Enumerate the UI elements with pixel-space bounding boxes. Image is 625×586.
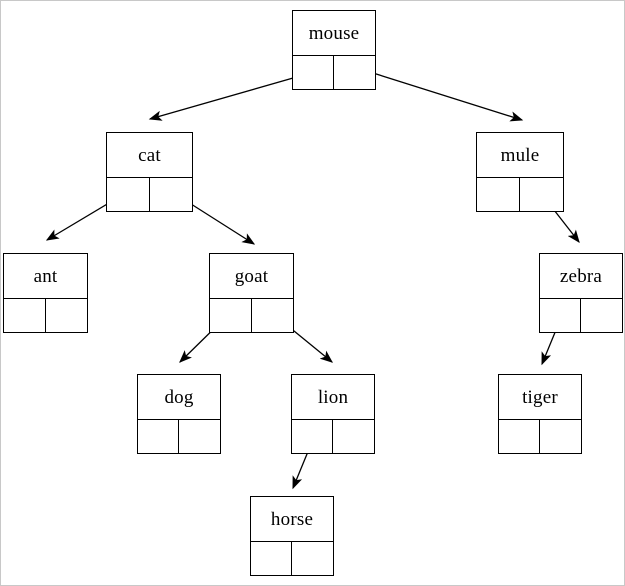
tree-node-pointer-cells — [210, 299, 293, 332]
tree-node-goat[interactable]: goat — [209, 253, 294, 333]
tree-node-pointer-cells — [292, 420, 374, 453]
tree-node-mouse[interactable]: mouse — [292, 10, 376, 90]
tree-node-label: cat — [107, 133, 192, 178]
right-pointer-cell[interactable] — [333, 420, 374, 453]
left-pointer-cell[interactable] — [293, 56, 334, 89]
tree-node-label: goat — [210, 254, 293, 299]
tree-node-label: lion — [292, 375, 374, 420]
left-pointer-cell[interactable] — [107, 178, 150, 211]
edge-mouse-to-cat — [148, 71, 315, 121]
tree-node-pointer-cells — [293, 56, 375, 89]
left-pointer-cell[interactable] — [499, 420, 540, 453]
tree-node-label: mule — [477, 133, 563, 178]
right-pointer-cell[interactable] — [520, 178, 563, 211]
tree-node-label: ant — [4, 254, 87, 299]
tree-node-pointer-cells — [477, 178, 563, 211]
tree-node-pointer-cells — [107, 178, 192, 211]
left-pointer-cell[interactable] — [138, 420, 179, 453]
right-pointer-cell[interactable] — [150, 178, 193, 211]
tree-node-lion[interactable]: lion — [291, 374, 375, 454]
tree-node-pointer-cells — [540, 299, 622, 332]
right-pointer-cell[interactable] — [540, 420, 581, 453]
tree-node-cat[interactable]: cat — [106, 132, 193, 212]
left-pointer-cell[interactable] — [4, 299, 46, 332]
left-pointer-cell[interactable] — [540, 299, 581, 332]
tree-node-horse[interactable]: horse — [250, 496, 334, 576]
tree-node-pointer-cells — [251, 542, 333, 575]
right-pointer-cell[interactable] — [292, 542, 333, 575]
tree-node-zebra[interactable]: zebra — [539, 253, 623, 333]
tree-node-pointer-cells — [4, 299, 87, 332]
left-pointer-cell[interactable] — [210, 299, 252, 332]
tree-node-label: zebra — [540, 254, 622, 299]
left-pointer-cell[interactable] — [292, 420, 333, 453]
edge-mouse-to-mule — [353, 66, 524, 122]
right-pointer-cell[interactable] — [46, 299, 88, 332]
tree-node-pointer-cells — [499, 420, 581, 453]
tree-node-ant[interactable]: ant — [3, 253, 88, 333]
right-pointer-cell[interactable] — [179, 420, 220, 453]
tree-node-tiger[interactable]: tiger — [498, 374, 582, 454]
tree-node-pointer-cells — [138, 420, 220, 453]
left-pointer-cell[interactable] — [477, 178, 520, 211]
right-pointer-cell[interactable] — [252, 299, 294, 332]
tree-node-label: dog — [138, 375, 220, 420]
right-pointer-cell[interactable] — [334, 56, 375, 89]
tree-node-mule[interactable]: mule — [476, 132, 564, 212]
tree-node-dog[interactable]: dog — [137, 374, 221, 454]
tree-node-label: tiger — [499, 375, 581, 420]
left-pointer-cell[interactable] — [251, 542, 292, 575]
right-pointer-cell[interactable] — [581, 299, 622, 332]
tree-node-label: horse — [251, 497, 333, 542]
tree-node-label: mouse — [293, 11, 375, 56]
